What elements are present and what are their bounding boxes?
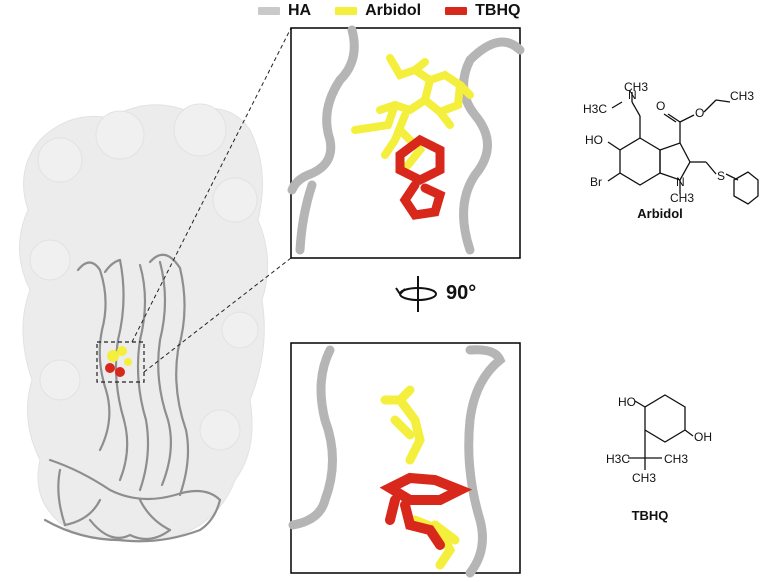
arbidol-atom-ch3-ethyl: CH3: [730, 89, 754, 103]
ha-ribbon: [43, 253, 222, 543]
arbidol-atom-br: Br: [590, 175, 602, 189]
tbhq-atom-ch3-bottom: CH3: [632, 471, 656, 485]
legend-label-ha: HA: [288, 2, 312, 19]
tbhq-atom-h3c: H3C: [606, 452, 630, 466]
arbidol-atom-o-carbonyl: O: [656, 99, 665, 113]
tbhq-structure: [628, 394, 694, 470]
tbhq-name: TBHQ: [631, 508, 669, 523]
zoom-line-top: [131, 27, 292, 343]
arbidol-atom-h3c: H3C: [583, 102, 607, 116]
top-zoom-panel: [287, 25, 525, 259]
legend-item-tbhq: TBHQ: [445, 2, 520, 20]
legend-swatch-arbidol: [335, 7, 358, 15]
legend-label-arbidol: Arbidol: [365, 2, 422, 19]
tbhq-atom-ch3-right: CH3: [664, 452, 688, 466]
arbidol-atom-ho: HO: [585, 133, 603, 147]
arbidol-atom-n-ring: N: [676, 175, 685, 189]
arbidol-atom-ch3-n: CH3: [670, 191, 694, 205]
arbidol-structure: [607, 92, 759, 205]
bottom-zoom-panel: [288, 342, 521, 578]
arbidol-atom-s: S: [717, 169, 725, 183]
arbidol-atom-o-ester: O: [695, 106, 704, 120]
zoom-selection-box: [96, 341, 145, 383]
legend-swatch-ha: [258, 7, 280, 15]
tbhq-atom-ho: HO: [618, 395, 636, 409]
rotation-label: 90°: [446, 282, 477, 304]
zoom-line-bottom: [143, 257, 292, 373]
legend-swatch-tbhq: [445, 7, 468, 15]
left-ligand: [105, 346, 132, 377]
legend-item-ha: HA: [258, 2, 311, 20]
tbhq-atom-oh: OH: [694, 430, 712, 444]
arbidol-atom-ch3-top: CH3: [624, 80, 648, 94]
arbidol-name: Arbidol: [637, 206, 683, 221]
legend-item-arbidol: Arbidol: [335, 2, 421, 20]
legend: HA Arbidol TBHQ: [258, 0, 520, 22]
arbidol-atom-n-top: N: [628, 88, 637, 102]
legend-label-tbhq: TBHQ: [475, 2, 521, 19]
rotation-icon: [395, 276, 437, 312]
